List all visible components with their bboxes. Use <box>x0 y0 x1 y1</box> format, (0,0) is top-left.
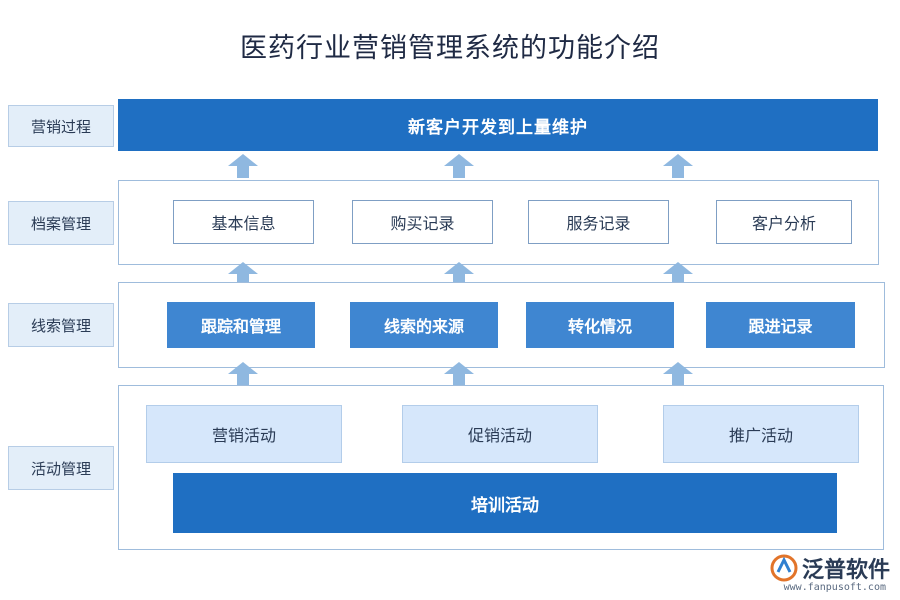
clue-item: 转化情况 <box>526 302 674 348</box>
clue-item: 跟进记录 <box>706 302 855 348</box>
row-label-clues: 线索管理 <box>8 303 114 347</box>
training-activity-bar: 培训活动 <box>173 473 837 533</box>
up-arrow-icon <box>444 262 474 286</box>
activity-item: 促销活动 <box>402 405 598 463</box>
archive-item: 客户分析 <box>716 200 852 244</box>
fanpu-logo-icon <box>770 554 798 582</box>
brand-logo: 泛普软件 <box>770 552 890 584</box>
up-arrow-icon <box>444 154 474 178</box>
up-arrow-icon <box>228 362 258 386</box>
up-arrow-icon <box>228 262 258 286</box>
activity-item: 推广活动 <box>663 405 859 463</box>
clue-item: 跟踪和管理 <box>167 302 315 348</box>
archive-item: 服务记录 <box>528 200 669 244</box>
logo-url: www.fanpusoft.com <box>783 582 886 593</box>
clue-item: 线索的来源 <box>350 302 498 348</box>
up-arrow-icon <box>444 362 474 386</box>
row-label-activity: 活动管理 <box>8 446 114 490</box>
page-title: 医药行业营销管理系统的功能介绍 <box>240 33 660 64</box>
up-arrow-icon <box>663 362 693 386</box>
row-label-archive: 档案管理 <box>8 201 114 245</box>
logo-name: 泛普软件 <box>801 558 890 583</box>
up-arrow-icon <box>663 154 693 178</box>
row-label-process: 营销过程 <box>8 105 114 147</box>
process-banner: 新客户开发到上量维护 <box>118 99 878 151</box>
archive-item: 基本信息 <box>173 200 314 244</box>
archive-item: 购买记录 <box>352 200 493 244</box>
up-arrow-icon <box>228 154 258 178</box>
activity-item: 营销活动 <box>146 405 342 463</box>
up-arrow-icon <box>663 262 693 286</box>
